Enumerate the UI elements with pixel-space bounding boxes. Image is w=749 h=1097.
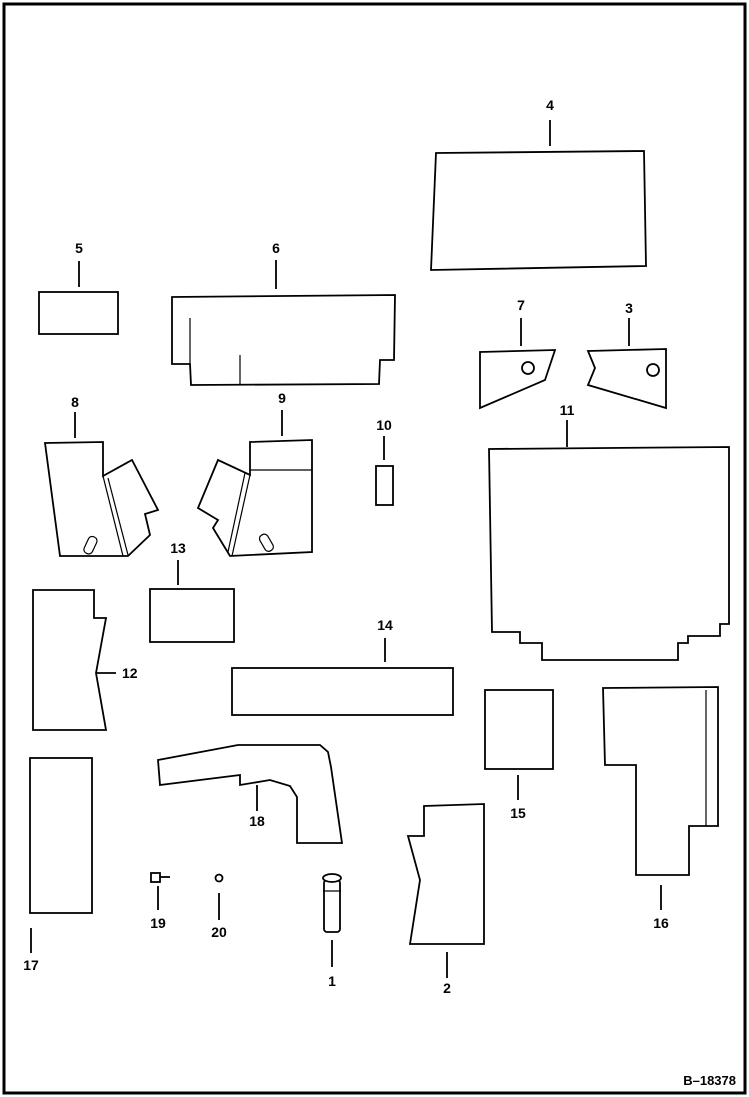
- callout-2: 2: [443, 980, 451, 996]
- part-10[interactable]: 10: [375, 417, 394, 506]
- callout-19: 19: [150, 915, 166, 931]
- callout-12: 12: [122, 665, 138, 681]
- callout-20: 20: [211, 924, 227, 940]
- callout-14: 14: [377, 617, 393, 633]
- callout-8: 8: [71, 394, 79, 410]
- part-13[interactable]: 13: [149, 540, 235, 643]
- callout-11: 11: [560, 402, 575, 418]
- part-9[interactable]: 9: [196, 390, 313, 557]
- callout-1: 1: [328, 973, 336, 989]
- callout-7: 7: [517, 297, 525, 313]
- callout-13: 13: [170, 540, 186, 556]
- callout-9: 9: [278, 390, 286, 406]
- part-4[interactable]: 4: [430, 97, 647, 271]
- callout-18: 18: [249, 813, 265, 829]
- callout-6: 6: [272, 240, 280, 256]
- callout-5: 5: [75, 240, 83, 256]
- callout-4: 4: [546, 97, 554, 113]
- callout-17: 17: [23, 957, 39, 973]
- part-12[interactable]: 12: [32, 589, 138, 731]
- callout-3: 3: [625, 300, 633, 316]
- part-6[interactable]: 6: [171, 240, 396, 386]
- part-18[interactable]: 18: [157, 744, 344, 844]
- part-3[interactable]: 3: [586, 300, 667, 410]
- part-11[interactable]: 11: [488, 402, 730, 661]
- part-7[interactable]: 7: [479, 297, 557, 410]
- part-8[interactable]: 8: [43, 394, 160, 557]
- figure-reference: B–18378: [683, 1073, 736, 1088]
- part-15[interactable]: 15: [484, 689, 554, 821]
- part-17[interactable]: 17: [23, 757, 93, 973]
- part-2[interactable]: 2: [406, 803, 485, 996]
- callout-16: 16: [653, 915, 669, 931]
- part-1[interactable]: 1: [322, 873, 342, 989]
- callout-15: 15: [510, 805, 526, 821]
- part-14[interactable]: 14: [231, 617, 454, 716]
- callout-10: 10: [376, 417, 392, 433]
- part-5[interactable]: 5: [38, 240, 119, 335]
- part-19[interactable]: 19: [150, 872, 170, 931]
- part-20[interactable]: 20: [211, 873, 227, 941]
- part-16[interactable]: 16: [602, 686, 719, 931]
